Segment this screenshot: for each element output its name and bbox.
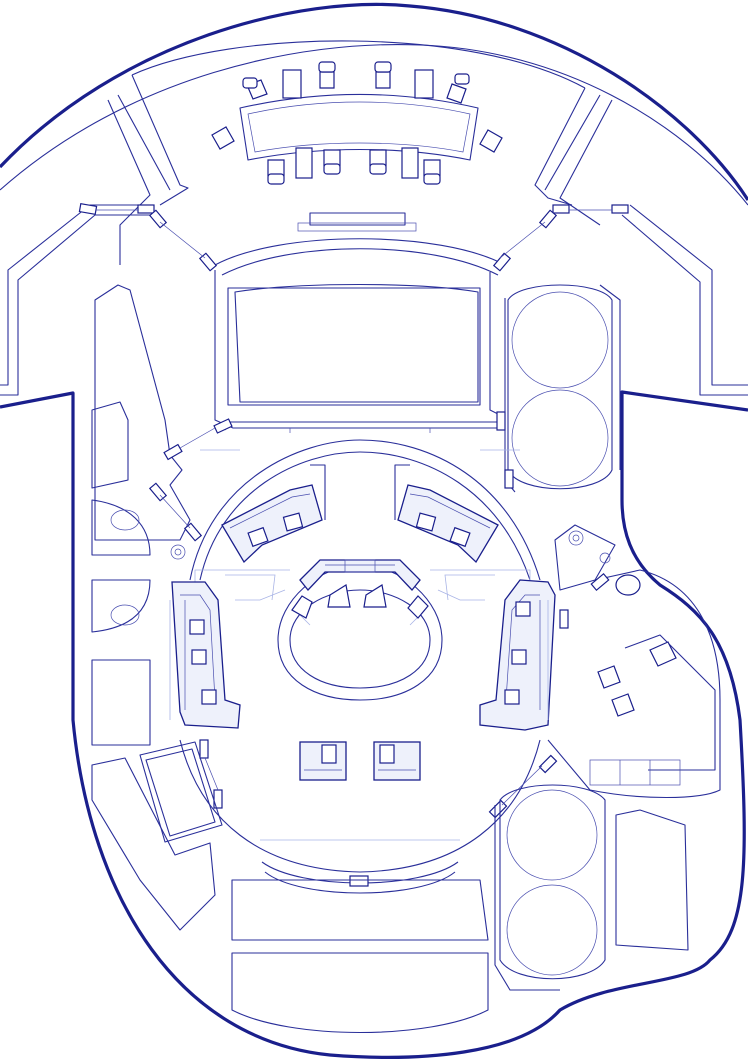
conference-chair — [211, 61, 503, 185]
turbolift — [504, 284, 621, 493]
main-viewscreen — [214, 270, 506, 433]
science-station — [547, 524, 721, 799]
conference-table — [239, 93, 479, 161]
turbolift — [494, 784, 606, 991]
command-chair — [291, 584, 429, 619]
left-side-console — [171, 581, 241, 809]
door — [78, 202, 629, 272]
science-station — [299, 741, 421, 781]
storage-room — [91, 659, 689, 1033]
ready-room — [91, 284, 233, 633]
corridor — [0, 40, 748, 396]
faint-detail-lines — [169, 449, 549, 841]
captains-area — [179, 439, 541, 894]
aft-console — [299, 559, 421, 591]
wall-display — [297, 212, 417, 232]
forward-station — [221, 464, 499, 564]
conference-room — [211, 61, 506, 276]
right-side-console — [479, 579, 558, 819]
